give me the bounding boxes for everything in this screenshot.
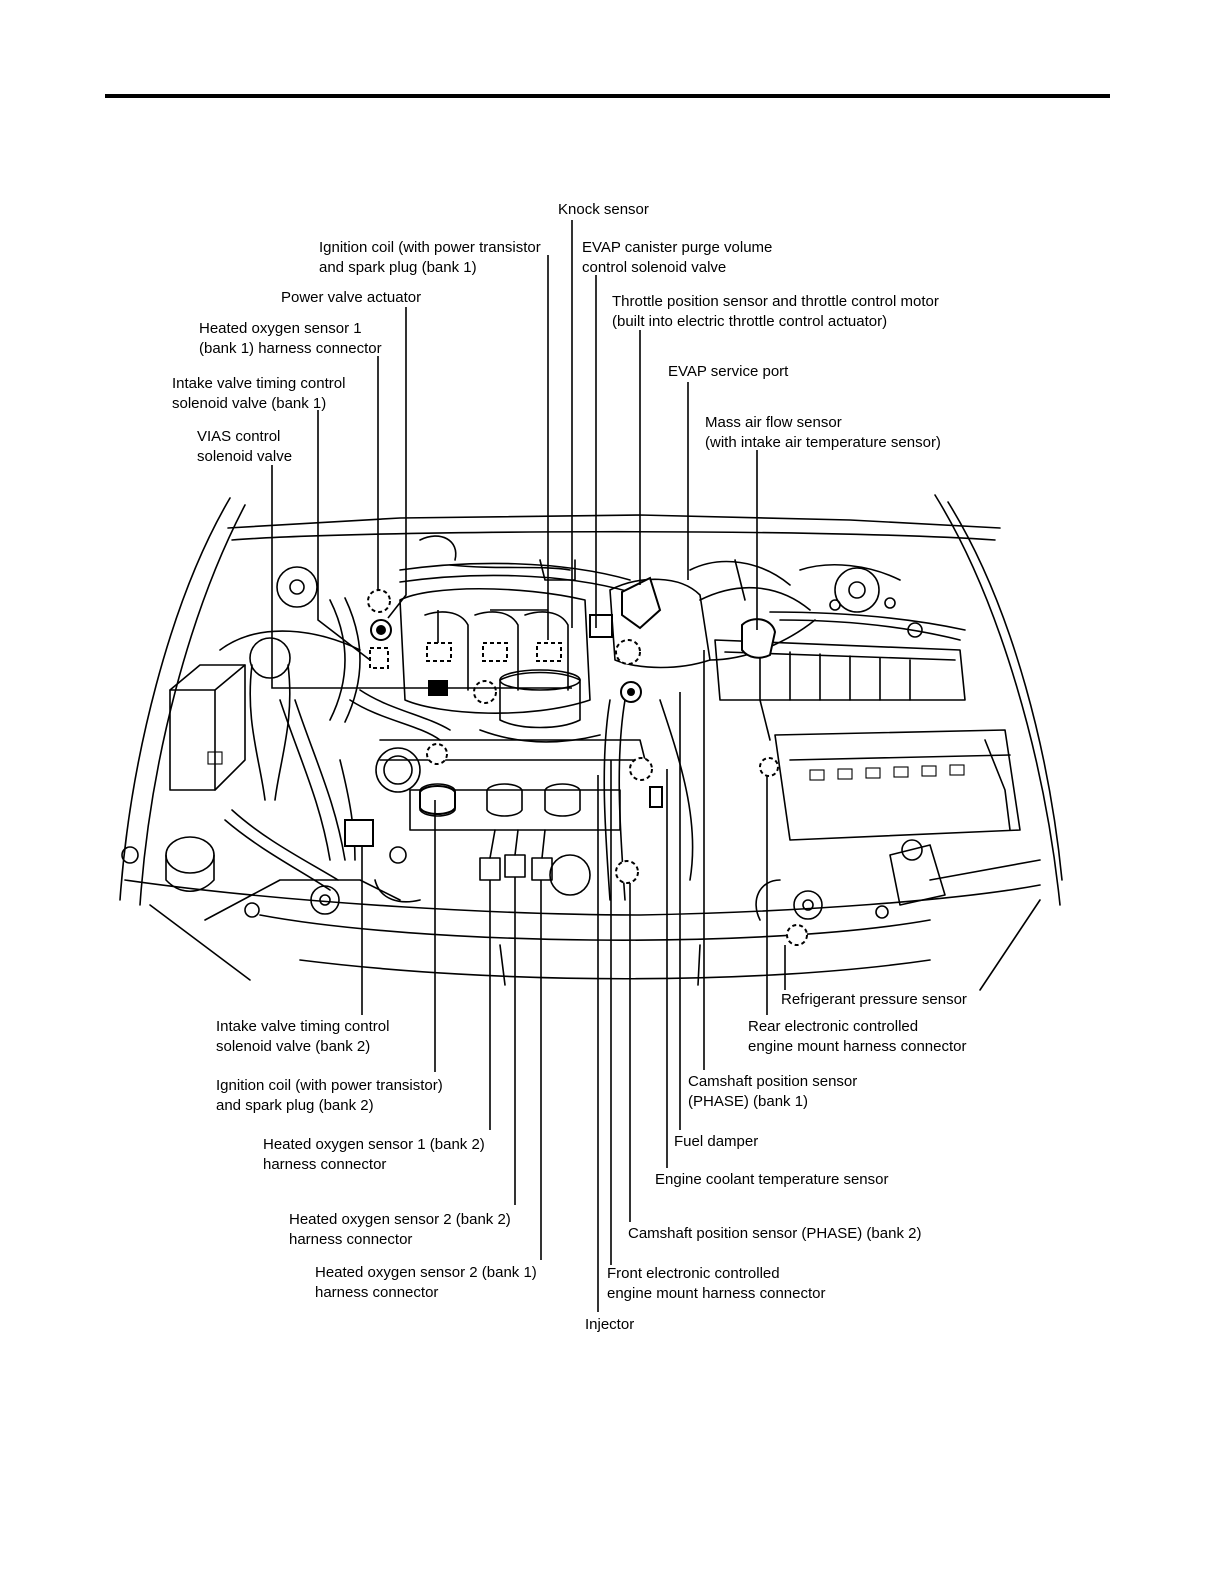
label-rear-mount-connector: Rear electronic controlled engine mount … [748, 1018, 966, 1055]
label-ect-sensor: Engine coolant temperature sensor [655, 1171, 888, 1188]
marker-evap-service-port [615, 639, 641, 665]
label-ho2s1-bank2-connector: Heated oxygen sensor 1 (bank 2) harness … [263, 1136, 489, 1173]
marker-refrigerant [786, 924, 808, 946]
label-ivtc-valve-bank1: Intake valve timing control solenoid val… [172, 375, 350, 412]
label-cmp-sensor-bank1: Camshaft position sensor (PHASE) (bank 1… [688, 1073, 861, 1110]
marker-power-valve-actuator-core [376, 625, 386, 635]
marker-fuel-damper-core [627, 688, 635, 696]
marker-ect-sensor [629, 757, 653, 781]
marker-injector [426, 743, 448, 765]
label-knock-sensor: Knock sensor [558, 201, 649, 218]
label-ignition-coil-bank2: Ignition coil (with power transistor) an… [216, 1077, 447, 1114]
marker-ivtc-bank1 [369, 647, 389, 669]
marker-cmp-bank1 [649, 786, 663, 808]
label-refrigerant-sensor: Refrigerant pressure sensor [781, 991, 967, 1008]
marker-coil-bank1-b [482, 642, 508, 662]
label-ho2s2-bank2-connector: Heated oxygen sensor 2 (bank 2) harness … [289, 1211, 515, 1248]
marker-vias-valve [428, 680, 448, 696]
label-ho2s2-bank1-connector: Heated oxygen sensor 2 (bank 1) harness … [315, 1264, 541, 1301]
label-evap-purge-valve: EVAP canister purge volume control solen… [582, 239, 777, 276]
label-ho2s1-bank1-connector: Heated oxygen sensor 1 (bank 1) harness … [199, 320, 382, 357]
label-front-mount-connector: Front electronic controlled engine mount… [607, 1265, 825, 1302]
marker-maf-sensor [741, 618, 777, 659]
marker-cmp-bank2 [615, 860, 639, 884]
label-maf-sensor: Mass air flow sensor (with intake air te… [705, 414, 941, 451]
marker-ho2s1-bank1 [367, 589, 391, 613]
component-markers [344, 576, 808, 946]
marker-throttle-actuator [621, 576, 662, 630]
leader-lines [271, 220, 786, 1312]
label-injector: Injector [585, 1316, 634, 1333]
label-fuel-damper: Fuel damper [674, 1133, 758, 1150]
marker-ivtc-bank2 [344, 819, 374, 847]
label-evap-service-port: EVAP service port [668, 363, 789, 380]
marker-coil-bank1-c [536, 642, 562, 662]
marker-coil-bank2 [419, 785, 456, 815]
marker-knock-sensor [473, 680, 497, 704]
label-ignition-coil-bank1: Ignition coil (with power transistor and… [319, 239, 545, 276]
label-power-valve-actuator: Power valve actuator [281, 289, 421, 306]
engine-bay-drawing [119, 494, 1063, 991]
marker-coil-bank1-a [426, 642, 452, 662]
header-rule [105, 94, 1110, 98]
marker-rear-mount [759, 757, 779, 777]
label-cmp-sensor-bank2: Camshaft position sensor (PHASE) (bank 2… [628, 1225, 921, 1242]
label-throttle-sensor-motor: Throttle position sensor and throttle co… [612, 293, 943, 330]
label-vias-valve: VIAS control solenoid valve [197, 428, 292, 465]
marker-evap-purge-valve [589, 614, 613, 638]
callout-labels: Knock sensor Ignition coil (with power t… [172, 201, 967, 1333]
label-ivtc-valve-bank2: Intake valve timing control solenoid val… [216, 1018, 394, 1055]
